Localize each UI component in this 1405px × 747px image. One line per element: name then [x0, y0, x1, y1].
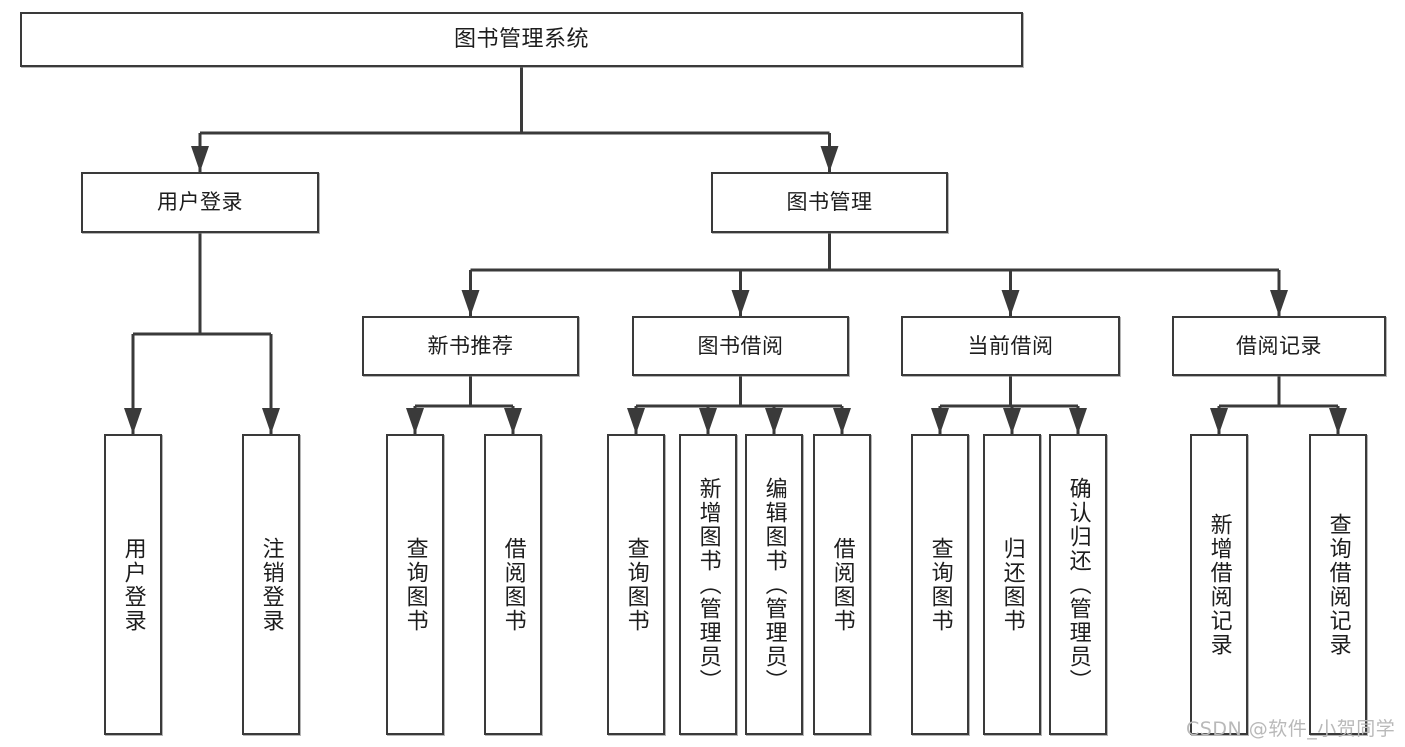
watermark: CSDN @软件_小贺同学 [1186, 718, 1396, 740]
node-l4-3: 查询图书 [386, 434, 444, 735]
node-label: 确认归还（管理员） [1065, 476, 1091, 693]
node-label: 查询借阅记录 [1325, 512, 1351, 657]
node-l4-12: 新增借阅记录 [1190, 434, 1248, 735]
node-l4-9: 查询图书 [911, 434, 969, 735]
node-bookmgr: 图书管理 [711, 172, 948, 233]
node-l4-8: 借阅图书 [813, 434, 871, 735]
node-newbook: 新书推荐 [362, 316, 579, 376]
node-label: 新增图书（管理员） [695, 476, 721, 693]
node-l4-4: 借阅图书 [484, 434, 542, 735]
node-l4-1: 用户登录 [104, 434, 162, 735]
node-current: 当前借阅 [901, 316, 1120, 376]
node-label: 编辑图书（管理员） [761, 476, 787, 693]
node-root: 图书管理系统 [20, 12, 1023, 67]
node-l4-7: 编辑图书（管理员） [745, 434, 803, 735]
node-label: 查询图书 [402, 536, 428, 633]
node-login: 用户登录 [81, 172, 319, 233]
node-l4-2: 注销登录 [242, 434, 300, 735]
node-l4-13: 查询借阅记录 [1309, 434, 1367, 735]
node-records: 借阅记录 [1172, 316, 1386, 376]
node-label: 用户登录 [120, 536, 146, 633]
node-label: 新书推荐 [427, 333, 514, 358]
node-label: 借阅图书 [500, 536, 526, 633]
node-label: 借阅图书 [829, 536, 855, 633]
node-label: 图书管理 [786, 190, 873, 215]
node-l4-10: 归还图书 [983, 434, 1041, 735]
node-label: 图书管理系统 [453, 26, 589, 52]
node-label: 归还图书 [999, 536, 1025, 633]
node-borrow: 图书借阅 [632, 316, 849, 376]
node-label: 图书借阅 [697, 333, 784, 358]
node-l4-5: 查询图书 [607, 434, 665, 735]
node-label: 当前借阅 [967, 333, 1054, 358]
node-label: 借阅记录 [1236, 333, 1322, 358]
node-label: 查询图书 [623, 536, 649, 633]
node-label: 新增借阅记录 [1206, 512, 1232, 657]
node-label: 注销登录 [258, 536, 284, 633]
node-l4-6: 新增图书（管理员） [679, 434, 737, 735]
node-l4-11: 确认归还（管理员） [1049, 434, 1107, 735]
node-label: 查询图书 [927, 536, 953, 633]
node-label: 用户登录 [157, 190, 243, 215]
